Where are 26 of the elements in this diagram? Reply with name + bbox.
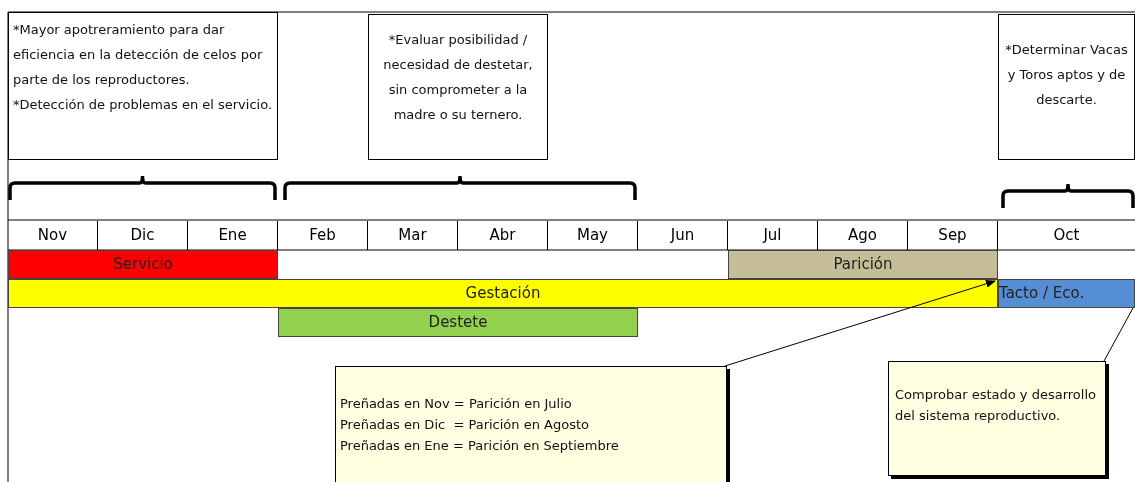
note-box (8, 12, 278, 160)
arrow (724, 279, 996, 367)
month-label: Jun (638, 221, 728, 250)
note-box (998, 14, 1135, 160)
phase-bar: Gestación (8, 279, 998, 308)
callout-box (335, 366, 727, 482)
month-label: Abr (458, 221, 548, 250)
callout-text: Comprobar estado y desarrollo del sistema reproductivo. (895, 386, 1097, 425)
note-text: *Mayor apotreramiento para dar eficiencia en la detección de celos por parte de los reproductores. (13, 21, 264, 89)
phase-bar: Destete (278, 308, 638, 337)
callout-box (888, 361, 1106, 476)
month-label: Feb (278, 221, 368, 250)
callout-text: Preñadas en Nov = Parición en Julio (340, 395, 573, 413)
leader-line (1103, 307, 1134, 362)
phase-bar: Servicio (8, 250, 278, 279)
note-text: *Evaluar posibilidad / necesidad de destetar, sin comprometer a la madre o su ternero. (382, 31, 534, 124)
note-text: *Detección de problemas en el servicio. (13, 96, 273, 114)
month-label: Mar (368, 221, 458, 250)
note-box (368, 14, 548, 160)
month-label: Oct (1052, 225, 1081, 246)
callout-text: Preñadas en Ene = Parición en Septiembre (340, 437, 620, 455)
note-text: *Determinar Vacas y Toros aptos y de descarte. (1004, 41, 1129, 109)
phase-bar: Parición (728, 250, 998, 279)
callout-text: Preñadas en Dic = Parición en Agosto (340, 416, 590, 434)
phase-bar: Tacto / Eco. (998, 279, 1135, 308)
month-label: May (548, 221, 638, 250)
